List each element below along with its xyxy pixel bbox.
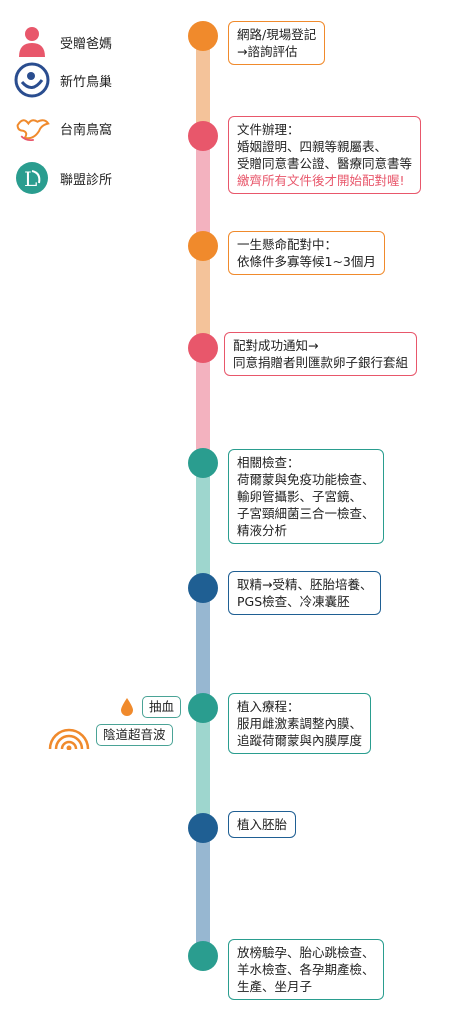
step-line: 植入胚胎: [237, 817, 288, 832]
step-box-match-notice: 配對成功通知→ 同意捐贈者則匯款卵子銀行套組: [224, 332, 418, 376]
nest-logo-icon: [14, 62, 50, 98]
step-highlight: 繳齊所有文件後才開始配對喔!: [237, 173, 405, 188]
step-line: 生產、坐月子: [237, 979, 313, 994]
timeline-node: [188, 21, 218, 51]
step-box-examinations: 相關檢查： 荷爾蒙與免疫功能檢查、 輸卵管攝影、子宮鏡、 子宮頸細菌三合一檢查、…: [228, 449, 384, 544]
timeline-node: [188, 121, 218, 151]
step-line: 荷爾蒙與免疫功能檢查、: [237, 472, 375, 487]
timeline-segment: [196, 36, 210, 136]
step-line: 受贈同意書公證、醫療同意書等: [237, 156, 413, 171]
step-line: 網路/現場登記: [237, 27, 317, 42]
step-box-fertilization: 取精→受精、胚胎培養、 PGS檢查、冷凍囊胚: [228, 571, 382, 615]
legend-item-clinic: L 聯盟診所: [14, 160, 112, 196]
timeline-node: [188, 941, 218, 971]
timeline-node: [188, 693, 218, 723]
timeline-segment: [196, 136, 210, 246]
timeline-node: [188, 448, 218, 478]
blood-drop-icon: [120, 697, 134, 721]
step-line: 輸卵管攝影、子宮鏡、: [237, 489, 363, 504]
legend-label: 受贈爸媽: [60, 36, 113, 52]
step-box-pregnancy: 放榜驗孕、胎心跳檢查、 羊水檢查、各孕期產檢、 生產、坐月子: [228, 939, 384, 1000]
timeline-segment: [196, 588, 210, 708]
step-line: →諮詢評估: [237, 44, 298, 59]
clinic-logo-icon: L: [14, 160, 50, 196]
step-line: PGS檢查、冷凍囊胚: [237, 594, 350, 609]
timeline-node: [188, 333, 218, 363]
step-line: 一生懸命配對中：: [237, 237, 338, 252]
step-line: 放榜驗孕、胎心跳檢查、: [237, 945, 375, 960]
ultrasound-icon: [46, 726, 92, 754]
step-box-embryo-transfer: 植入胚胎: [228, 811, 297, 838]
step-box-implant-course: 植入療程： 服用雌激素調整內膜、 追蹤荷爾蒙與內膜厚度: [228, 693, 372, 754]
step-line: 羊水檢查、各孕期產檢、: [237, 962, 375, 977]
timeline-node: [188, 231, 218, 261]
step-box-documents: 文件辦理： 婚姻證明、四親等親屬表、 受贈同意書公證、醫療同意書等 繳齊所有文件…: [228, 116, 422, 194]
timeline-segment: [196, 246, 210, 348]
timeline-node: [188, 813, 218, 843]
step-line: 追蹤荷爾蒙與內膜厚度: [237, 733, 363, 748]
timeline-segment: [196, 348, 210, 463]
legend-item-hsinchu: 新竹鳥巢: [14, 62, 112, 98]
step-line: 取精→受精、胚胎培養、: [237, 577, 373, 592]
timeline-segment: [196, 463, 210, 588]
legend-label: 台南鳥窩: [60, 122, 113, 138]
step-line: 植入療程：: [237, 699, 300, 714]
timeline-segment: [196, 708, 210, 828]
step-line: 文件辦理：: [237, 122, 300, 137]
tag-vaginal-ultrasound: 陰道超音波: [96, 724, 173, 746]
legend-item-tainan: 台南鳥窩: [14, 110, 112, 146]
step-box-registration: 網路/現場登記 →諮詢評估: [228, 21, 326, 65]
step-box-matching: 一生懸命配對中： 依條件多寡等候1~3個月: [228, 231, 385, 275]
step-line: 婚姻證明、四親等親屬表、: [237, 139, 388, 154]
legend-label: 聯盟診所: [60, 172, 113, 188]
step-line: 精液分析: [237, 523, 288, 538]
step-line: 子宮頸細菌三合一檢查、: [237, 506, 375, 521]
step-line: 服用雌激素調整內膜、: [237, 716, 363, 731]
timeline-segment: [196, 828, 210, 956]
step-line: 同意捐贈者則匯款卵子銀行套組: [233, 355, 409, 370]
timeline-node: [188, 573, 218, 603]
svg-text:L: L: [24, 167, 37, 191]
step-line: 依條件多寡等候1~3個月: [237, 254, 376, 269]
step-line: 配對成功通知→: [233, 338, 319, 353]
person-icon: [14, 24, 50, 60]
step-line: 相關檢查：: [237, 455, 300, 470]
tag-blood-test: 抽血: [142, 696, 182, 718]
bird-logo-icon: [14, 110, 50, 146]
legend-item-recipient: 受贈爸媽: [14, 24, 112, 60]
legend-label: 新竹鳥巢: [60, 74, 113, 90]
